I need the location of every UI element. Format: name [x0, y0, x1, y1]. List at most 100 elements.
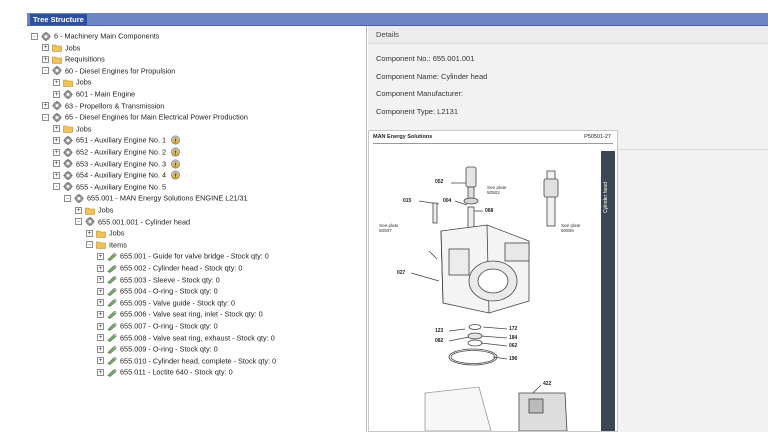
tree-node[interactable]: +Jobs	[53, 123, 91, 134]
tree-node-label: 655.010 - Cylinder head, complete - Stoc…	[120, 356, 277, 366]
part-icon	[107, 275, 117, 285]
tree-node-label: 655.001.001 - Cylinder head	[98, 217, 191, 227]
tree-node-label: 655.002 - Cylinder head - Stock qty: 0	[120, 263, 243, 273]
expand-toggle[interactable]: +	[53, 78, 60, 86]
folder-icon	[96, 240, 106, 250]
collapse-toggle[interactable]: -	[42, 67, 49, 75]
expand-toggle[interactable]: +	[53, 160, 60, 168]
expand-toggle[interactable]: +	[97, 357, 104, 365]
warning-icon	[170, 135, 181, 145]
folder-icon	[63, 78, 73, 87]
callout-004: 004	[443, 198, 452, 204]
collapse-toggle[interactable]: -	[75, 218, 82, 226]
tree-node-label: 655.003 - Sleeve - Stock qty: 0	[120, 275, 220, 285]
tree-node[interactable]: +Jobs	[86, 227, 124, 238]
collapse-toggle[interactable]: -	[42, 113, 49, 121]
tree-node[interactable]: +655.002 - Cylinder head - Stock qty: 0	[97, 262, 243, 273]
tree-node-label: 601 - Main Engine	[76, 89, 136, 99]
part-icon	[107, 264, 117, 273]
tree-node[interactable]: +Requisitions	[42, 53, 105, 64]
expand-toggle[interactable]: +	[53, 148, 60, 156]
expand-toggle[interactable]: +	[53, 136, 60, 144]
tree-node[interactable]: +651 - Auxiliary Engine No. 1	[53, 134, 181, 145]
collapse-toggle[interactable]: -	[86, 241, 93, 249]
expand-toggle[interactable]: +	[97, 252, 104, 260]
tree-node[interactable]: -Items	[86, 239, 127, 250]
tree-node[interactable]: +655.008 - Valve seat ring, exhaust - St…	[97, 332, 275, 343]
tree-node-label: 655.008 - Valve seat ring, exhaust - Sto…	[120, 333, 275, 343]
gear-icon	[63, 159, 73, 169]
expand-toggle[interactable]: +	[97, 299, 104, 307]
tree-node[interactable]: +655.009 - O-ring - Stock qty: 0	[97, 343, 218, 354]
gear-icon	[63, 182, 73, 192]
expand-toggle[interactable]: +	[42, 44, 49, 52]
collapse-toggle[interactable]: -	[31, 32, 38, 40]
tree-node-label: 653 - Auxiliary Engine No. 3	[76, 159, 167, 169]
tree-node[interactable]: +652 - Auxiliary Engine No. 2	[53, 146, 181, 157]
tree-node[interactable]: - 655.001.001 - Cylinder head	[75, 216, 190, 227]
folder-icon	[52, 55, 62, 64]
gear-icon	[63, 147, 73, 157]
expand-toggle[interactable]: +	[42, 102, 49, 110]
tree-node[interactable]: - 6 - Machinery Main Components	[31, 30, 159, 41]
expand-toggle[interactable]: +	[97, 368, 104, 376]
tree-node[interactable]: +654 - Auxiliary Engine No. 4	[53, 169, 181, 180]
tree-node[interactable]: +655.011 - Loctite 640 - Stock qty: 0	[97, 366, 233, 377]
tree-node[interactable]: +Jobs	[75, 204, 113, 215]
folder-icon	[85, 206, 95, 215]
expand-toggle[interactable]: +	[97, 334, 104, 342]
expand-toggle[interactable]: +	[53, 125, 60, 133]
tree-node[interactable]: +655.003 - Sleeve - Stock qty: 0	[97, 274, 220, 285]
expand-toggle[interactable]: +	[97, 322, 104, 330]
gear-icon	[63, 89, 73, 99]
tree-node[interactable]: +601 - Main Engine	[53, 88, 135, 99]
tree-node[interactable]: +655.005 - Valve guide - Stock qty: 0	[97, 297, 235, 308]
tree-node[interactable]: +655.010 - Cylinder head, complete - Sto…	[97, 355, 276, 366]
tree-node[interactable]: +655.007 - O-ring - Stock qty: 0	[97, 320, 218, 331]
expand-toggle[interactable]: +	[97, 345, 104, 353]
drawing-brand: MAN Energy Solutions	[373, 134, 433, 140]
tree-node-label: 65 - Diesel Engines for Main Electrical …	[65, 112, 248, 122]
tree-pane[interactable]: - 6 - Machinery Main Components + Jobs +Requ…	[27, 26, 367, 432]
component-type: Component Type: L2131	[376, 107, 459, 116]
tree-node-label: 6 - Machinery Main Components	[54, 31, 160, 41]
part-icon	[107, 322, 117, 331]
tree-node[interactable]: -655.001 - MAN Energy Solutions ENGINE L…	[64, 192, 248, 203]
part-icon	[107, 287, 117, 296]
callout-422: 422	[543, 381, 552, 387]
expand-toggle[interactable]: +	[86, 229, 93, 237]
component-name: Component Name: Cylinder head	[376, 72, 488, 81]
gear-icon	[63, 135, 73, 145]
tree-node[interactable]: +655.006 - Valve seat ring, inlet - Stoc…	[97, 308, 263, 319]
gear-icon	[52, 101, 62, 111]
tree-node[interactable]: -655 - Auxiliary Engine No. 5	[53, 181, 166, 192]
callout-027: 027	[397, 270, 406, 276]
gear-icon	[52, 112, 62, 122]
tree-node[interactable]: +Jobs	[42, 42, 80, 53]
tree-node[interactable]: + Jobs	[53, 76, 91, 87]
expand-toggle[interactable]: +	[75, 206, 82, 214]
part-icon	[107, 298, 117, 308]
callout-015: 015	[403, 198, 412, 204]
expand-toggle[interactable]: +	[97, 276, 104, 284]
panel-title: Tree Structure	[30, 14, 87, 25]
expand-toggle[interactable]: +	[53, 171, 60, 179]
tree-node-label: 652 - Auxiliary Engine No. 2	[76, 147, 167, 157]
expand-toggle[interactable]: +	[42, 55, 49, 63]
expand-toggle[interactable]: +	[97, 264, 104, 272]
tree-node[interactable]: -60 - Diesel Engines for Propulsion	[42, 65, 175, 76]
expand-toggle[interactable]: +	[53, 90, 60, 98]
callout-184: 184	[509, 335, 518, 341]
tree-node-label: Jobs	[76, 77, 92, 87]
collapse-toggle[interactable]: -	[53, 183, 60, 191]
tree-node[interactable]: +655.001 - Guide for valve bridge - Stoc…	[97, 250, 269, 261]
expand-toggle[interactable]: +	[97, 310, 104, 318]
tree-node[interactable]: +655.004 - O-ring - Stock qty: 0	[97, 285, 218, 296]
tree-node[interactable]: +63 - Propellors & Transmission	[42, 100, 164, 111]
tree-node[interactable]: - 65 - Diesel Engines for Main Electrical…	[42, 111, 248, 122]
tree-node-label: 63 - Propellors & Transmission	[65, 101, 165, 111]
collapse-toggle[interactable]: -	[64, 194, 71, 202]
tree-node-label: 655.006 - Valve seat ring, inlet - Stock…	[120, 309, 263, 319]
expand-toggle[interactable]: +	[97, 287, 104, 295]
tree-node[interactable]: +653 - Auxiliary Engine No. 3	[53, 158, 181, 169]
